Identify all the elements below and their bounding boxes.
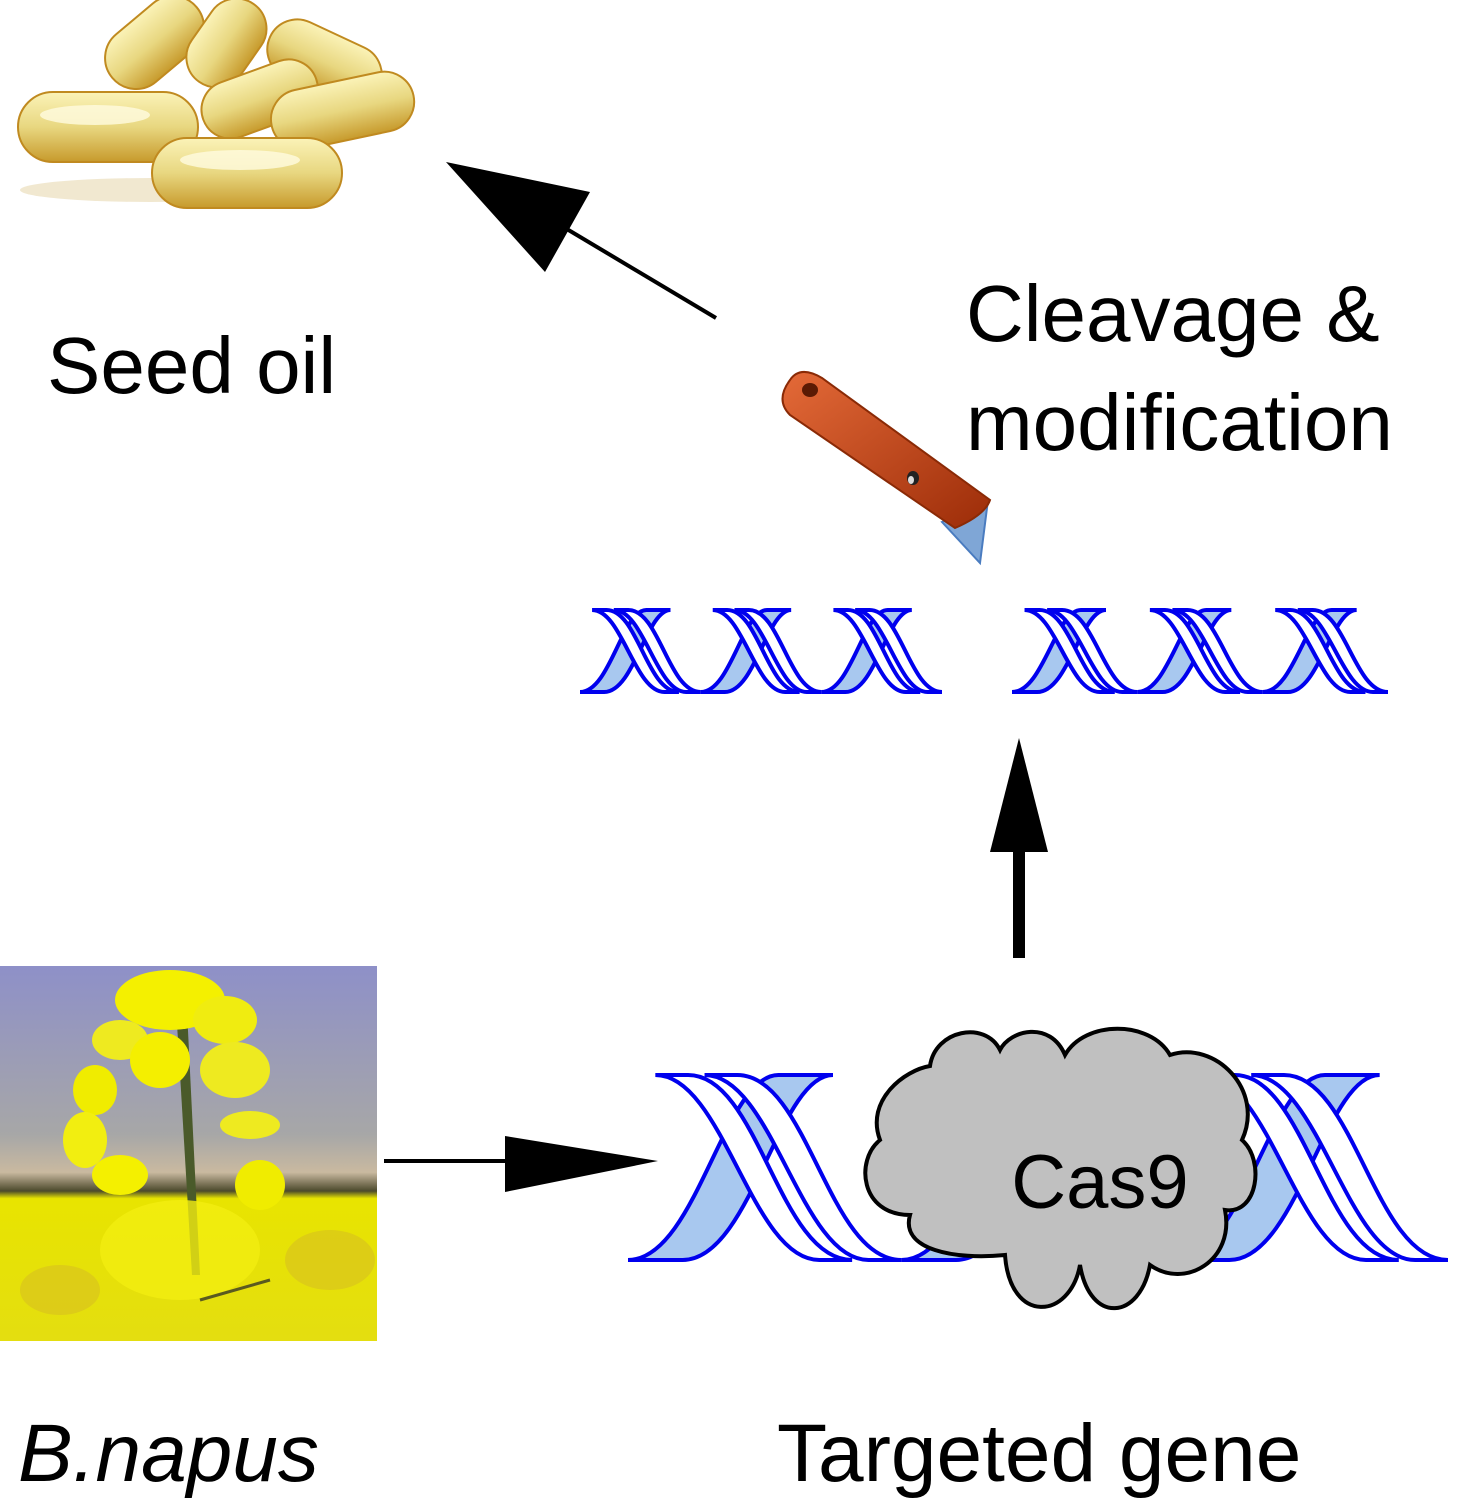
seed-oil-label: Seed oil bbox=[47, 321, 337, 410]
dna-front-strand bbox=[734, 608, 822, 694]
cas9-protein-shape bbox=[863, 1026, 1258, 1311]
seed-oil-capsules-image bbox=[17, 0, 416, 209]
targeted-gene-label: Targeted gene bbox=[777, 1408, 1302, 1499]
knife-icon bbox=[781, 371, 992, 566]
arrow-to-targeted-gene bbox=[384, 1136, 658, 1192]
cas9-label: Cas9 bbox=[1011, 1140, 1188, 1225]
cleaved-dna-right bbox=[1011, 608, 1389, 694]
cleavage-label-line1: Cleavage & bbox=[966, 269, 1380, 358]
dna-front-strand bbox=[613, 608, 701, 694]
cleaved-dna-left bbox=[579, 608, 943, 694]
dna-front-strand bbox=[1201, 1073, 1399, 1262]
brassica-napus-image bbox=[0, 966, 377, 1341]
dna-front-strand bbox=[655, 1073, 853, 1262]
dna-front-strand bbox=[704, 1073, 902, 1262]
cleavage-label-line2: modification bbox=[966, 378, 1393, 467]
species-label: B.napus bbox=[18, 1408, 319, 1499]
dna-front-strand bbox=[1251, 1073, 1449, 1262]
arrow-to-seed-oil bbox=[446, 162, 718, 320]
arrow-to-cleavage bbox=[990, 738, 1048, 958]
dna-front-strand bbox=[854, 608, 943, 694]
dna-front-strand bbox=[1046, 608, 1138, 694]
dna-front-strand bbox=[1297, 608, 1389, 694]
